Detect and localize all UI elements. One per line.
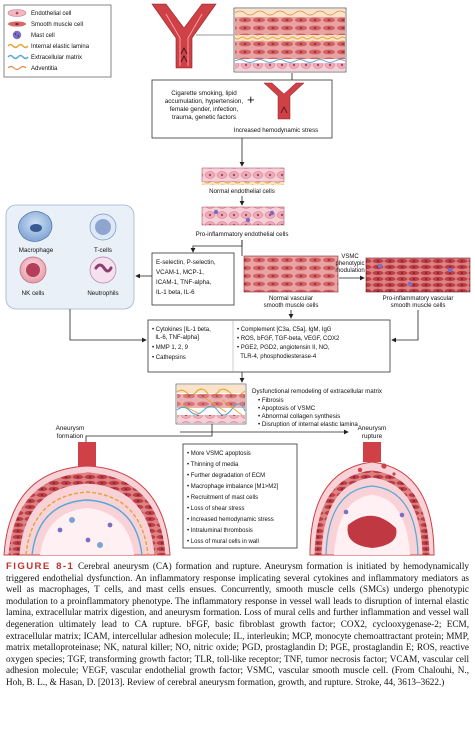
t-cell-icon <box>89 213 117 241</box>
adhesion-line: E-selectin, P-selectin, <box>156 259 216 266</box>
risk-factor-line: female gender, infection, <box>170 106 239 113</box>
pro-inflammatory-vsmc-section: Pro-inflammatory vascular smooth muscle … <box>365 257 471 309</box>
aneurysm-pathway-diagram: Endothelial cell Smooth muscle cell Mast… <box>3 3 471 556</box>
legend-label: Smooth muscle cell <box>31 22 83 28</box>
flow-arrow <box>69 309 147 343</box>
pro-inflammatory-endothelial-strip: Pro-inflammatory endothelial cells <box>196 206 289 238</box>
mediator-line: • PGE2, PGD2, angiotensin II, NO, <box>237 345 330 351</box>
stage-label: Pro-inflammatory endothelial cells <box>196 231 289 238</box>
mediators-box: • Cytokines [IL-1 beta, IL-6, TNF-alpha]… <box>147 319 391 373</box>
stage-label: smooth muscle cells <box>391 302 446 309</box>
mediator-line: • Cytokines [IL-1 beta, <box>152 327 211 333</box>
risk-factor-line: accumulation, hypertension, <box>165 98 244 105</box>
neutrophil-icon <box>89 256 117 284</box>
remodeling-list: Dysfunctional remodeling of extracellula… <box>252 388 383 428</box>
mediator-line: • Cathepsins <box>152 355 186 361</box>
normal-wall-section <box>233 7 347 73</box>
legend-label: Endothelial cell <box>31 11 71 17</box>
stress-label: Increased hemodynamic stress <box>234 127 318 134</box>
immune-cell-label: Macrophage <box>19 247 54 254</box>
flow-arrow <box>190 240 243 253</box>
risk-factor-line: Cigarette smoking, lipid <box>171 90 237 97</box>
rupture-factor-line: • Further degradation of ECM <box>187 473 265 479</box>
stage-label: Normal vascular <box>269 295 313 302</box>
normal-endothelial-strip: Normal endothelial cells <box>201 167 285 195</box>
immune-cell-label: NK cells <box>22 290 45 297</box>
mediator-line: • ROS, bFGF, TGF-beta, VEGF, COX2 <box>237 336 340 342</box>
elastic-lamina-icon <box>7 43 29 49</box>
adhesion-line: IL-1 beta, IL-6 <box>156 289 195 296</box>
aneurysm-formation-illustration <box>3 442 171 556</box>
macrophage-icon <box>18 211 53 242</box>
endothelial-cell-icon <box>7 9 27 17</box>
adhesion-line: VCAM-1, MCP-1, <box>156 269 204 276</box>
aneurysm-rupture-label: rupture <box>362 433 383 440</box>
rupture-factor-line: • Thinning of media <box>187 462 239 468</box>
stage-label: Normal endothelial cells <box>209 188 275 195</box>
stage-label: smooth muscle cells <box>264 302 319 309</box>
rupture-factor-line: • Loss of mural cells in wall <box>187 539 259 545</box>
nk-cell-icon <box>19 256 47 284</box>
remodeling-line: • Apoptosis of VSMC <box>258 405 316 412</box>
plus-sign-icon: + <box>247 92 255 107</box>
aneurysm-rupture-label: Aneurysm <box>358 425 387 432</box>
remodeling-line: • Disruption of internal elastic lamina <box>258 421 358 428</box>
adhesion-line: ICAM-1, TNF-alpha, <box>156 279 212 286</box>
figure-label: FIGURE 8-1 <box>6 561 75 572</box>
mast-cell-icon <box>12 30 22 40</box>
remodeling-line: • Abnormal collagen synthesis <box>258 413 340 420</box>
stressed-vessel-icon <box>263 82 305 120</box>
rupture-factor-line: • Recruitment of mast cells <box>187 495 258 501</box>
rupture-factor-line: • Macrophage imbalance [M1>M2] <box>187 484 279 490</box>
adhesion-molecules-box: E-selectin, P-selectin, VCAM-1, MCP-1, I… <box>151 252 235 306</box>
switch-label: VSMC <box>341 254 359 260</box>
rupture-factors-box: • More VSMC apoptosis • Thinning of medi… <box>182 443 298 549</box>
risk-factors-box: Cigarette smoking, lipid accumulation, h… <box>151 79 333 139</box>
smooth-muscle-cell-icon <box>8 21 26 27</box>
immune-cell-label: Neutrophils <box>87 290 118 297</box>
aneurysm-rupture-illustration <box>309 442 435 556</box>
rupture-factor-line: • Increased hemodynamic stress <box>187 517 274 523</box>
mediator-line: IL-6, TNF-alpha] <box>152 335 199 341</box>
adventitia-icon <box>7 65 27 71</box>
legend-panel: Endothelial cell Smooth muscle cell Mast… <box>3 4 112 78</box>
legend-label: Adventitia <box>31 66 58 72</box>
top-vessel-bifurcation <box>151 3 217 69</box>
aneurysm-formation-label: Aneurysm <box>56 425 85 432</box>
mediator-line: • MMP 1, 2, 9 <box>152 345 189 351</box>
normal-vsmc-section: Normal vascular smooth muscle cells <box>243 255 339 309</box>
flow-arrow-icon <box>280 106 288 114</box>
aneurysm-formation-label: formation <box>57 433 84 440</box>
switch-label: modulation <box>335 268 364 274</box>
legend-label: Internal elastic lamina <box>31 44 90 50</box>
legend-label: Mast cell <box>31 33 55 39</box>
caption-text: Cerebral aneurysm (CA) formation and rup… <box>6 561 469 687</box>
rupture-factor-line: • Loss of shear stress <box>187 506 244 512</box>
immune-cells-box: Macrophage T-cells NK cells Neutrophils <box>5 204 135 310</box>
mediator-line: TLR-4, phosphodiesterase-4 <box>237 354 317 360</box>
legend-label: Extracellular matrix <box>31 55 82 61</box>
stage-label: Pro-inflammatory vascular <box>383 295 454 302</box>
rupture-factor-line: • More VSMC apoptosis <box>187 451 251 457</box>
figure-caption: FIGURE 8-1 Cerebral aneurysm (CA) format… <box>6 561 469 726</box>
remodeling-line: • Fibrosis <box>258 397 284 404</box>
mediator-line: • Complement [C3a, C5a], IgM, IgG <box>237 327 332 333</box>
rupture-factor-line: • Intraluminal thrombosis <box>187 528 253 534</box>
immune-cell-label: T-cells <box>94 247 112 254</box>
risk-factor-line: trauma, genetic factors <box>172 114 236 121</box>
extracellular-matrix-icon <box>7 54 29 60</box>
remodeling-line: Dysfunctional remodeling of extracellula… <box>252 388 383 395</box>
switch-label: phenotypic <box>335 261 364 267</box>
flow-arrow <box>391 310 419 343</box>
remodeled-wall-section <box>175 383 247 425</box>
